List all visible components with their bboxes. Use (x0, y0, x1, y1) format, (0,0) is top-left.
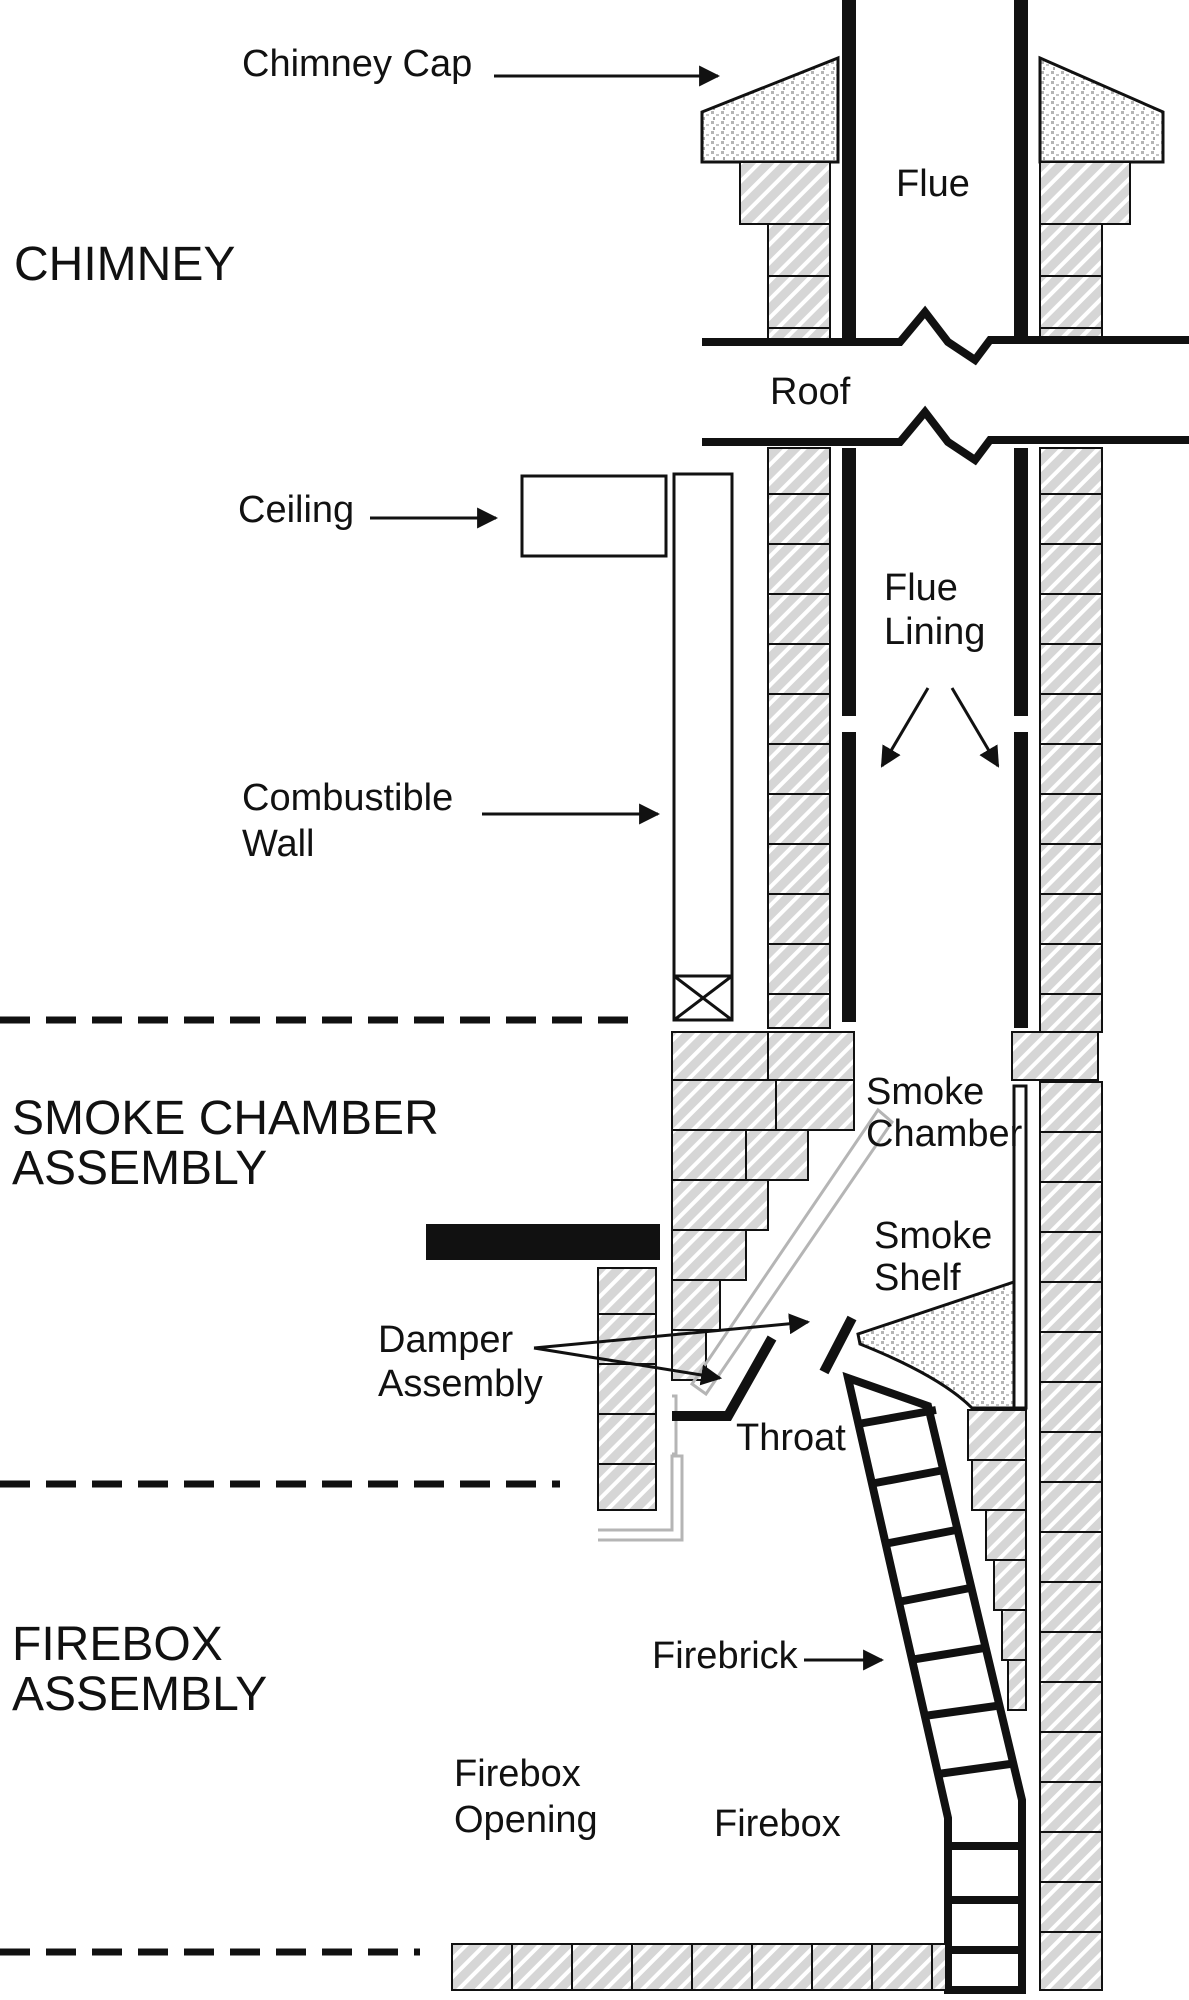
arrow-damper-lower (533, 1346, 723, 1386)
label-chimney-cap: Chimney Cap (242, 43, 472, 85)
arrow-damper-upper (533, 1313, 811, 1350)
section-label-firebox: FIREBOX ASSEMBLY (12, 1618, 267, 1721)
pointer-arrows (370, 65, 1000, 1671)
roof-lines (702, 305, 1189, 466)
smoke-chamber-masonry (597, 1031, 1099, 1511)
chimney-cap (700, 55, 1165, 164)
label-firebox: Firebox (714, 1803, 841, 1845)
label-ceiling: Ceiling (238, 489, 354, 531)
flue-lining-walls (842, 448, 1028, 1028)
label-smoke-shelf-line1: Smoke (874, 1215, 992, 1257)
label-flue-lining-line1: Flue (884, 567, 958, 609)
firebox-back-bricks (967, 1409, 1027, 1711)
label-smoke-chamber-line2: Chamber (866, 1113, 1023, 1155)
label-smoke-shelf-line2: Shelf (874, 1257, 961, 1299)
label-combustible-wall-line1: Combustible (242, 777, 453, 819)
flue-walls-upper (842, 0, 1028, 340)
arrow-flue-lining-left (880, 687, 930, 768)
label-flue-lining-line2: Lining (884, 611, 985, 653)
section-label-firebox-line1: FIREBOX (12, 1618, 223, 1671)
label-firebox-opening-line2: Opening (454, 1799, 598, 1841)
label-firebox-opening-line1: Firebox (454, 1753, 581, 1795)
damper-assembly-outline (598, 1107, 894, 1542)
chimney-left-bricks (767, 447, 831, 1029)
label-throat: Throat (736, 1417, 846, 1459)
smoke-shelf-fill (856, 1279, 1016, 1410)
label-smoke-chamber: Smoke Chamber (866, 1071, 1023, 1155)
label-damper-assembly: Damper Assembly (378, 1319, 543, 1405)
section-dividers (0, 1016, 636, 1956)
section-label-smoke-chamber-line2: ASSEMBLY (12, 1142, 267, 1195)
label-combustible-wall: Combustible Wall (242, 777, 464, 865)
damper-plates (672, 1315, 857, 1421)
firebrick-wall (842, 1371, 1026, 1994)
label-damper-assembly-line2: Assembly (378, 1363, 543, 1405)
arrow-flue-lining-right (950, 687, 1000, 768)
section-label-chimney: CHIMNEY (14, 238, 235, 291)
hearth-bricks (451, 1943, 947, 1991)
chimney-upper-bricks (739, 161, 1131, 341)
label-roof: Roof (770, 371, 851, 413)
chimney-right-bricks (1039, 447, 1103, 1991)
label-flue-lining: Flue Lining (884, 567, 985, 653)
label-damper-assembly-line1: Damper (378, 1319, 513, 1361)
label-smoke-shelf: Smoke Shelf (874, 1215, 1003, 1299)
label-firebox-opening: Firebox Opening (454, 1753, 598, 1841)
section-label-firebox-line2: ASSEMBLY (12, 1668, 267, 1721)
ceiling-joist (520, 474, 668, 558)
label-smoke-chamber-line1: Smoke (866, 1071, 984, 1113)
label-firebrick: Firebrick (652, 1635, 799, 1677)
label-flue: Flue (896, 163, 970, 205)
section-label-smoke-chamber-line1: SMOKE CHAMBER (12, 1092, 439, 1145)
mantel (426, 1224, 660, 1260)
section-label-smoke-chamber: SMOKE CHAMBER ASSEMBLY (12, 1092, 452, 1195)
combustible-wall (672, 472, 734, 1022)
label-combustible-wall-line2: Wall (242, 823, 314, 865)
